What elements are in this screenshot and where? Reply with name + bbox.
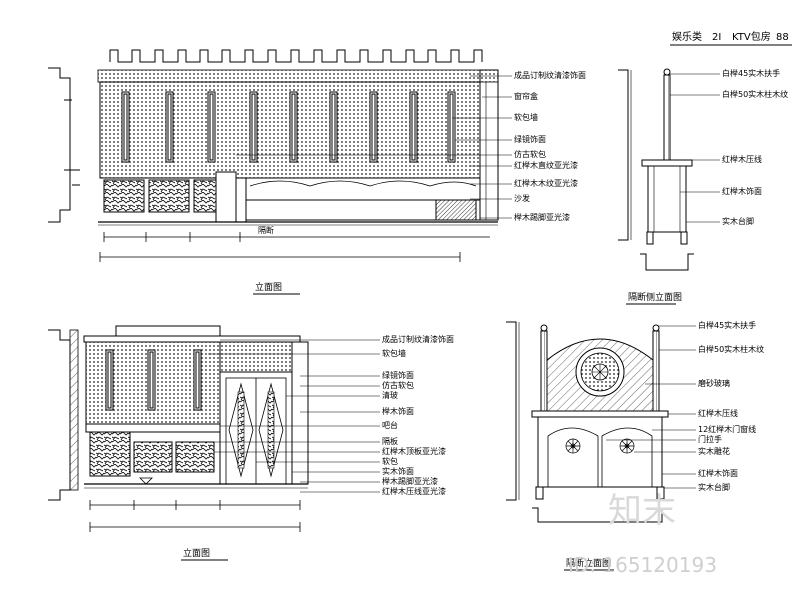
v3-label-6: 吧台 [382, 420, 398, 430]
v4-label-4: 12红榉木门窗线 [698, 424, 756, 434]
v3-label-5: 榉木饰面 [382, 406, 414, 416]
header-category: 娱乐类 [672, 30, 702, 43]
v3-label-8: 红榉木顶板亚光漆 [382, 446, 446, 456]
v1-label-7: 沙发 [514, 193, 530, 203]
leaders-view-1 [236, 75, 512, 219]
v3-label-0: 成品订制纹清漆饰面 [382, 334, 454, 344]
v3-label-9: 软包 [382, 456, 398, 466]
v1-label-6: 红榉木木纹亚光漆 [514, 178, 578, 188]
v2-label-0: 白榉45实木扶手 [722, 68, 780, 78]
v3-label-11: 榉木踢脚亚光漆 [382, 476, 438, 486]
v4-label-0: 白榉45实木扶手 [698, 320, 756, 330]
mirror-strips [121, 91, 456, 163]
v2-label-2: 红榉木压线 [722, 154, 762, 164]
carved-flower-right [619, 438, 635, 454]
crenellation-top [109, 49, 483, 63]
v4-label-7: 红榉木饰面 [698, 468, 738, 478]
elevation-view-2: 白榉45实木扶手 白榉50实木柱木纹 红榉木压线 红榉木饰面 实木台脚 隔断侧立… [618, 68, 788, 305]
watermark-id: ID: 165120193 [568, 553, 717, 577]
v4-label-3: 红榉木压线 [698, 408, 738, 418]
elevation-view-3: 成品订制纹清漆饰面 软包墙 绿镜饰面 仿古软包 清玻 榉木饰面 吧台 隔板 红榉… [48, 325, 454, 561]
note-partition: 隔断 [258, 225, 274, 235]
v2-label-3: 红榉木饰面 [722, 186, 762, 196]
v3-label-1: 软包墙 [382, 348, 406, 358]
elevation-view-4: 白榉45实木扶手 白榉50实木柱木纹 磨砂玻璃 红榉木压线 12红榉木门窗线 门… [506, 320, 764, 571]
caption-view-1: 立面图 [255, 281, 282, 293]
v2-label-4: 实木台脚 [722, 216, 754, 226]
v1-label-2: 软包墙 [514, 112, 538, 122]
carved-flower-left [565, 438, 581, 454]
sheet-header: 娱乐类 2I KTV包房 88 [670, 30, 792, 46]
v4-label-1: 白榉50实木柱木纹 [698, 344, 764, 354]
v1-label-1: 窗帘盒 [514, 91, 538, 101]
v3-label-2: 绿镜饰面 [382, 370, 414, 380]
v1-label-8: 榉木踢脚亚光漆 [514, 212, 570, 222]
v4-label-5: 门拉手 [698, 434, 722, 444]
stone-cabinet-3 [193, 179, 217, 213]
v3-label-12: 红榉木压线亚光漆 [382, 486, 446, 496]
header-page: 88 [776, 32, 789, 43]
stone-cabinet-2 [148, 179, 190, 213]
v2-label-1: 白榉50实木柱木纹 [722, 89, 788, 99]
v3-label-7: 隔板 [382, 436, 398, 446]
labels-view-1: 成品订制纹清漆饰面 窗帘盒 软包墙 绿镜饰面 仿古软包 红榉木直纹亚光漆 红榉木… [514, 70, 586, 222]
v1-label-4: 仿古软包 [514, 149, 546, 159]
v4-label-2: 磨砂玻璃 [698, 378, 730, 388]
v4-label-8: 实木台脚 [698, 482, 730, 492]
v1-label-5: 红榉木直纹亚光漆 [514, 160, 578, 170]
v3-label-10: 实木饰面 [382, 466, 414, 476]
header-sub-index: 2I [712, 32, 721, 43]
watermark-brand: 知末 [608, 491, 676, 531]
header-room: KTV包房 [732, 30, 771, 43]
v3-label-3: 仿古软包 [382, 380, 414, 390]
caption-view-2: 隔断侧立面图 [628, 291, 682, 303]
sofa [245, 177, 481, 221]
v1-label-3: 绿镜饰面 [514, 134, 546, 144]
caption-view-4: 隔断立面图 [566, 557, 611, 569]
v4-label-6: 实木雕花 [698, 446, 730, 456]
stone-cabinet-1 [103, 179, 145, 213]
v1-label-0: 成品订制纹清漆饰面 [514, 70, 586, 80]
watermark: 知末 ID: 165120193 [568, 491, 717, 577]
v3-label-4: 清玻 [382, 390, 398, 400]
elevation-view-1: 隔断 成品订制纹清漆饰面 窗帘盒 软包墙 绿镜饰面 仿古软包 红榉木直纹亚光漆 … [48, 49, 586, 295]
caption-view-3: 立面图 [183, 547, 210, 559]
